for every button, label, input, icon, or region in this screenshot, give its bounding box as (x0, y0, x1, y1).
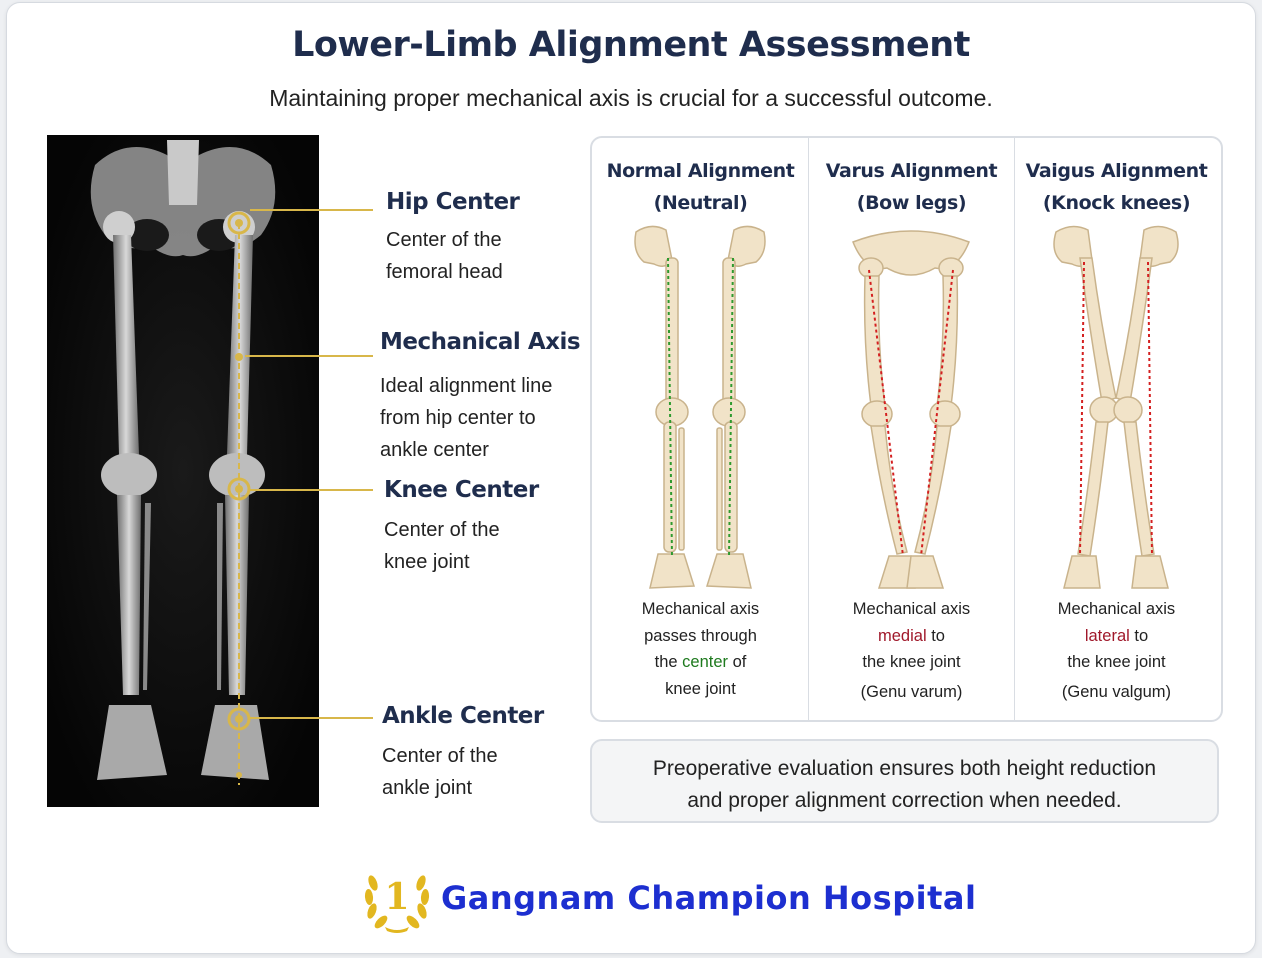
valgus-alignment-note: (Genu valgum) (1061, 683, 1172, 701)
knee-center-title: Knee Center (384, 477, 539, 503)
xray-image (47, 135, 319, 807)
hip-center-title: Hip Center (386, 189, 520, 215)
valgus-legs-illustration (1053, 225, 1179, 589)
ankle-center-desc: Center of the ankle joint (382, 745, 498, 799)
infographic-card: Lower-Limb Alignment Assessment Maintain… (6, 2, 1256, 954)
ankle-center-title: Ankle Center (382, 703, 544, 729)
valgus-alignment-column: Vaigus Alignment (Knock knees) (1012, 138, 1221, 720)
logo-digit: 1 (384, 876, 409, 918)
normal-alignment-column: Normal Alignment (Neutral) (596, 138, 805, 720)
column-divider (808, 138, 809, 720)
hip-center-desc: Center of the femoral head (386, 229, 503, 283)
page-title: Lower-Limb Alignment Assessment (292, 25, 970, 65)
page-subtitle: Maintaining proper mechanical axis is cr… (269, 85, 993, 111)
varus-alignment-column: Varus Alignment (Bow legs) (807, 138, 1016, 720)
knee-center-desc: Center of the knee joint (384, 519, 500, 573)
normal-alignment-desc: Mechanical axis passes through the cente… (641, 600, 760, 698)
preoperative-note-box: Preoperative evaluation ensures both hei… (590, 739, 1219, 823)
mechanical-axis-title: Mechanical Axis (380, 329, 581, 355)
axis-leader-line (245, 355, 373, 357)
knee-leader-line (250, 489, 373, 491)
hospital-name: Gangnam Champion Hospital (441, 879, 977, 917)
valgus-alignment-desc: Mechanical axis lateral to the knee join… (1057, 600, 1176, 671)
laurel-wreath-icon: 1 (364, 875, 430, 933)
normal-legs-illustration (634, 225, 766, 589)
varus-alignment-desc: Mechanical axis medial to the knee joint (852, 600, 971, 671)
hip-leader-line (250, 209, 373, 211)
varus-alignment-title: Varus Alignment (Bow legs) (825, 160, 998, 214)
column-divider (1014, 138, 1015, 720)
valgus-alignment-title: Vaigus Alignment (Knock knees) (1025, 160, 1208, 214)
mechanical-axis-desc: Ideal alignment line from hip center to … (380, 375, 553, 461)
varus-legs-illustration (852, 230, 970, 589)
varus-alignment-note: (Genu varum) (860, 683, 963, 701)
normal-alignment-title: Normal Alignment (Neutral) (606, 160, 795, 214)
ankle-leader-line (250, 717, 373, 719)
alignment-comparison-panel: Normal Alignment (Neutral) (590, 136, 1223, 722)
